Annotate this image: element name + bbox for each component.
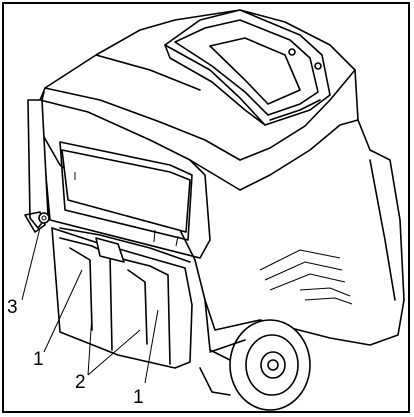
- left-frame: [24, 91, 50, 233]
- callout-1-right: 1: [133, 387, 144, 408]
- right-side: [199, 159, 396, 411]
- front-panel: [39, 111, 211, 259]
- leader-lines: [21, 227, 159, 384]
- top-tray: [164, 9, 331, 126]
- callout-2: 2: [75, 372, 86, 393]
- callout-1-left: 1: [33, 349, 44, 370]
- collection-bins: [51, 227, 193, 369]
- callout-3: 3: [7, 297, 18, 318]
